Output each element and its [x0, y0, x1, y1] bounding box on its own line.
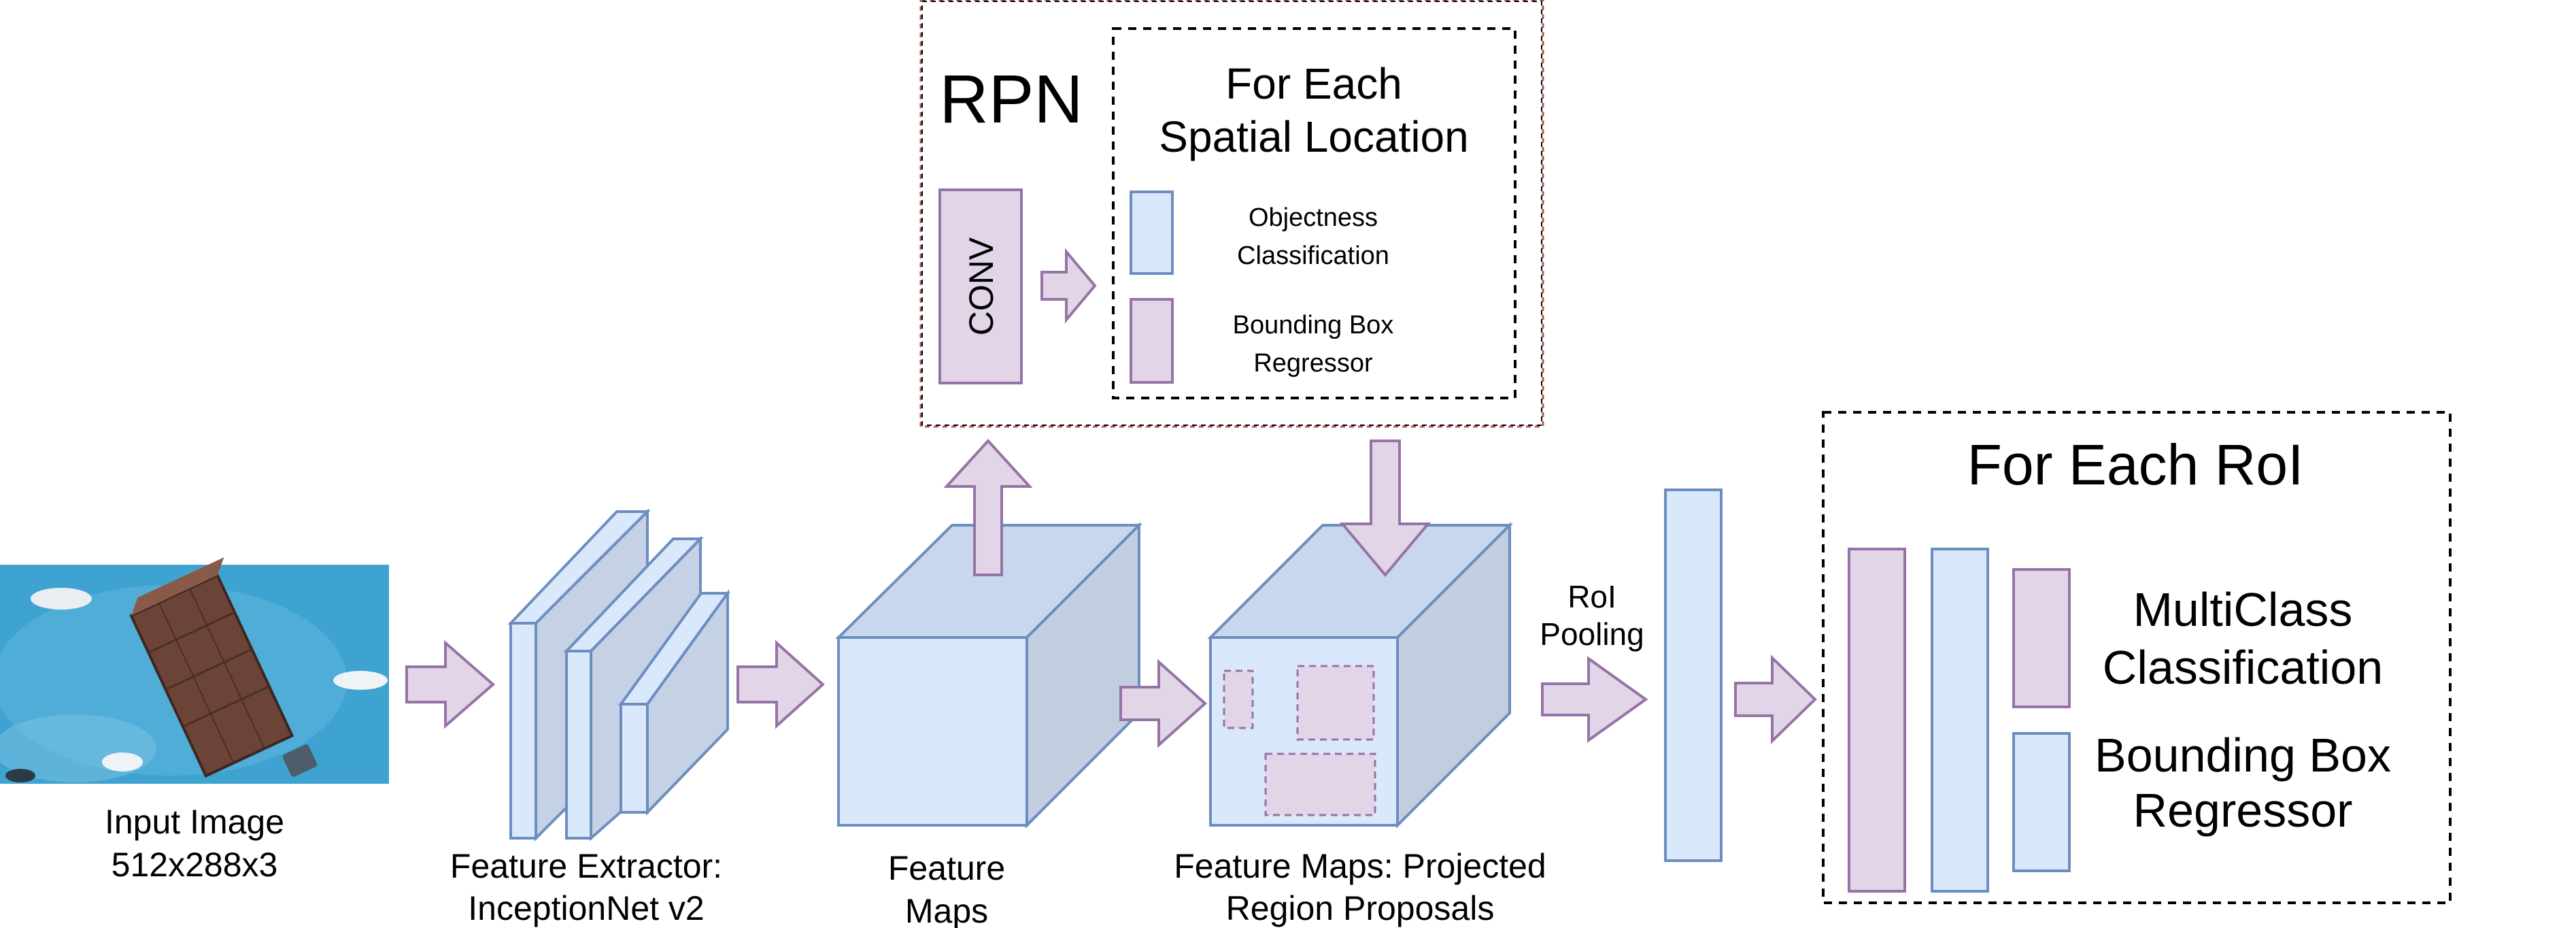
roi-pooling-label-2: Pooling — [1540, 616, 1644, 652]
feature-maps-label-2: Maps — [905, 892, 988, 928]
rpn-title: RPN — [939, 61, 1083, 137]
class-output — [2012, 568, 2071, 708]
spatial-location-title-2: Spatial Location — [1159, 112, 1468, 161]
feature-extractor-model-label: InceptionNet v2 — [468, 889, 704, 927]
fc-layer-2 — [1931, 548, 1989, 893]
bbox-output-label-2: Regressor — [2133, 784, 2353, 837]
class-output-label: MultiClass — [2133, 583, 2353, 636]
region-proposal-3 — [1264, 752, 1376, 816]
spatial-location-box — [1112, 27, 1516, 399]
arrow-rpn-to-projected-tip — [1339, 440, 1431, 578]
feature-extractor-block — [507, 508, 730, 842]
feature-maps-label: Feature — [888, 849, 1005, 887]
rpn-conv-label: CONV — [962, 237, 1000, 335]
arrow-projected-to-pooled — [1541, 656, 1648, 743]
rpn-bbox-label-2: Regressor — [1253, 349, 1373, 378]
rpn-box-inner-border — [921, 1, 1542, 426]
arrow-features-to-rpn — [943, 439, 1033, 576]
objectness-label-2: Classification — [1237, 242, 1389, 270]
bbox-output — [2012, 732, 2071, 872]
pooled-feature-vector — [1664, 488, 1723, 862]
input-image — [0, 557, 389, 784]
spatial-location-title: For Each — [1225, 59, 1402, 108]
input-image-size-label: 512x288x3 — [112, 846, 278, 884]
roi-pooling-label: RoI — [1567, 579, 1616, 614]
objectness-label: Objectness — [1249, 203, 1378, 232]
roi-head-title: For Each RoI — [1967, 433, 2304, 497]
rpn-bbox-label: Bounding Box — [1233, 311, 1394, 339]
feature-maps-cube — [835, 522, 1142, 829]
region-proposal-2 — [1296, 665, 1375, 741]
rpn-box — [919, 0, 1544, 428]
arrow-pooled-to-head — [1734, 654, 1817, 744]
objectness-output — [1130, 190, 1174, 275]
feature-extractor-label: Feature Extractor: — [450, 847, 722, 885]
bbox-output-label: Bounding Box — [2095, 729, 2391, 782]
input-image-label: Input Image — [105, 803, 284, 841]
arrow-conv-to-location — [1040, 248, 1097, 324]
class-output-label-2: Classification — [2103, 641, 2383, 694]
rpn-bbox-output — [1130, 298, 1174, 384]
arrow-extractor-to-features — [736, 640, 825, 729]
region-proposal-1 — [1223, 669, 1254, 729]
arrow-features-to-projected — [1119, 659, 1207, 748]
fc-layer-1 — [1848, 548, 1906, 893]
projected-label: Feature Maps: Projected — [1174, 847, 1546, 885]
arrow-input-to-extractor — [405, 640, 496, 729]
roi-head-box — [1822, 411, 2452, 904]
projected-label-2: Region Proposals — [1226, 889, 1495, 927]
rpn-conv-layer — [938, 188, 1023, 384]
